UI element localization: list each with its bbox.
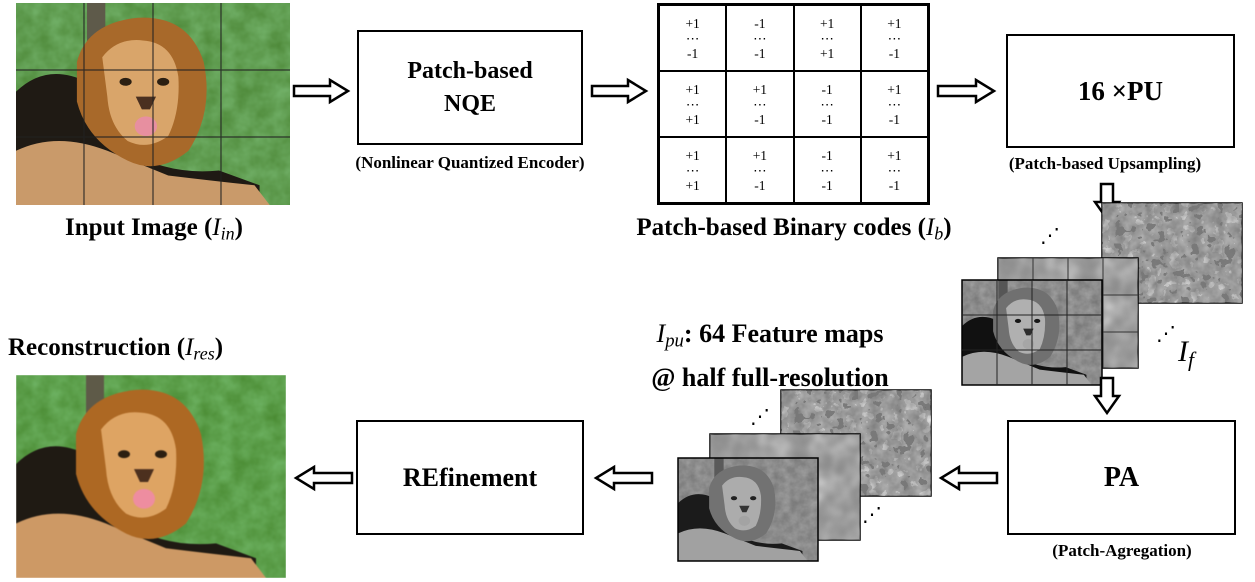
pu-caption: (Patch-based Upsampling) [1008, 154, 1202, 173]
pu-block: 16 ×PU [1006, 34, 1235, 148]
binary-code-value: ⋯ [887, 30, 902, 46]
arrow-right-icon [936, 77, 997, 105]
binary-code-cell: +1⋯-1 [726, 71, 794, 137]
arrow-left-icon [593, 464, 654, 492]
binary-code-value: ⋯ [685, 162, 700, 178]
pa-caption: (Patch-Agregation) [1052, 541, 1192, 560]
ipu-caption: Ipu: 64 Feature maps @ half full-resolut… [651, 319, 889, 392]
nqe-line2: NQE [443, 90, 496, 117]
arrow-left-icon [938, 464, 999, 492]
arrow-right-icon [292, 77, 351, 105]
binary-code-value: -1 [821, 111, 833, 127]
reconstruction-caption: Reconstruction (Ires) [8, 334, 224, 364]
feature-dots-top: ⋰ [1040, 225, 1060, 247]
binary-code-grid: +1⋯-1-1⋯-1+1⋯+1+1⋯-1+1⋯+1+1⋯-1-1⋯-1+1⋯-1… [657, 3, 930, 205]
ipu-dots-top: ⋰ [750, 406, 770, 428]
binary-code-value: -1 [888, 45, 900, 61]
feature-label: If [1178, 335, 1194, 372]
binary-code-cell: +1⋯-1 [860, 71, 928, 137]
input-image [16, 3, 290, 205]
binary-code-value: ⋯ [887, 96, 902, 112]
binary-code-cell: +1⋯-1 [860, 137, 928, 203]
binary-code-value: ⋯ [887, 162, 902, 178]
binary-code-cell: -1⋯-1 [793, 71, 861, 137]
binary-code-cell: +1⋯+1 [659, 71, 727, 137]
binary-code-value: -1 [888, 177, 900, 193]
reconstruction-image [16, 375, 286, 578]
binary-codes-caption: Patch-based Binary codes (Ib) [636, 214, 952, 244]
binary-code-value: +1 [819, 15, 835, 31]
binary-code-value: +1 [685, 177, 700, 193]
binary-code-value: -1 [821, 147, 833, 163]
binary-code-cell: -1⋯-1 [726, 5, 794, 71]
binary-code-value: +1 [887, 81, 902, 97]
binary-code-value: ⋯ [820, 162, 834, 178]
refinement-block: REfinement [356, 420, 584, 535]
binary-code-value: -1 [821, 177, 833, 193]
binary-code-cell: +1⋯-1 [659, 5, 727, 71]
nqe-block: Patch-based NQE [357, 30, 583, 145]
arrow-left-icon [293, 464, 354, 492]
binary-code-value: +1 [685, 81, 700, 97]
binary-code-value: ⋯ [753, 96, 767, 112]
binary-code-value: ⋯ [685, 30, 700, 46]
pa-block: PA [1007, 420, 1236, 535]
binary-code-value: +1 [752, 81, 768, 97]
ipu-feature-stack: ⋰ ⋰ [676, 389, 936, 570]
binary-code-value: +1 [887, 15, 902, 31]
arrow-down-icon [1092, 376, 1122, 416]
binary-code-value: -1 [821, 81, 833, 97]
feature-stack: ⋰ ⋰ If [960, 202, 1250, 386]
binary-code-value: +1 [887, 147, 902, 163]
binary-code-value: -1 [754, 177, 766, 193]
binary-code-value: -1 [754, 15, 766, 31]
binary-code-value: -1 [687, 45, 699, 61]
binary-code-value: -1 [888, 111, 900, 127]
nqe-line1: Patch-based [407, 58, 533, 85]
binary-code-value: -1 [754, 45, 766, 61]
binary-code-value: +1 [819, 45, 835, 61]
arrow-right-icon [590, 77, 649, 105]
binary-code-value: ⋯ [820, 96, 834, 112]
binary-code-cell: +1⋯+1 [793, 5, 861, 71]
binary-code-value: ⋯ [820, 30, 834, 46]
feature-dots-right: ⋰ [1156, 323, 1176, 345]
binary-code-value: +1 [685, 15, 700, 31]
binary-code-value: ⋯ [685, 96, 700, 112]
ipu-dots-bottom: ⋰ [862, 504, 882, 526]
binary-code-cell: -1⋯-1 [793, 137, 861, 203]
binary-code-value: +1 [685, 147, 700, 163]
binary-code-value: +1 [685, 111, 700, 127]
binary-code-value: +1 [752, 147, 768, 163]
input-image-caption: Input Image (Iin) [65, 214, 243, 244]
binary-code-cell: +1⋯-1 [726, 137, 794, 203]
binary-code-value: -1 [754, 111, 766, 127]
binary-code-cell: +1⋯+1 [659, 137, 727, 203]
binary-code-cell: +1⋯-1 [860, 5, 928, 71]
binary-code-value: ⋯ [753, 30, 767, 46]
binary-code-value: ⋯ [753, 162, 767, 178]
nqe-caption: (Nonlinear Quantized Encoder) [355, 153, 585, 172]
